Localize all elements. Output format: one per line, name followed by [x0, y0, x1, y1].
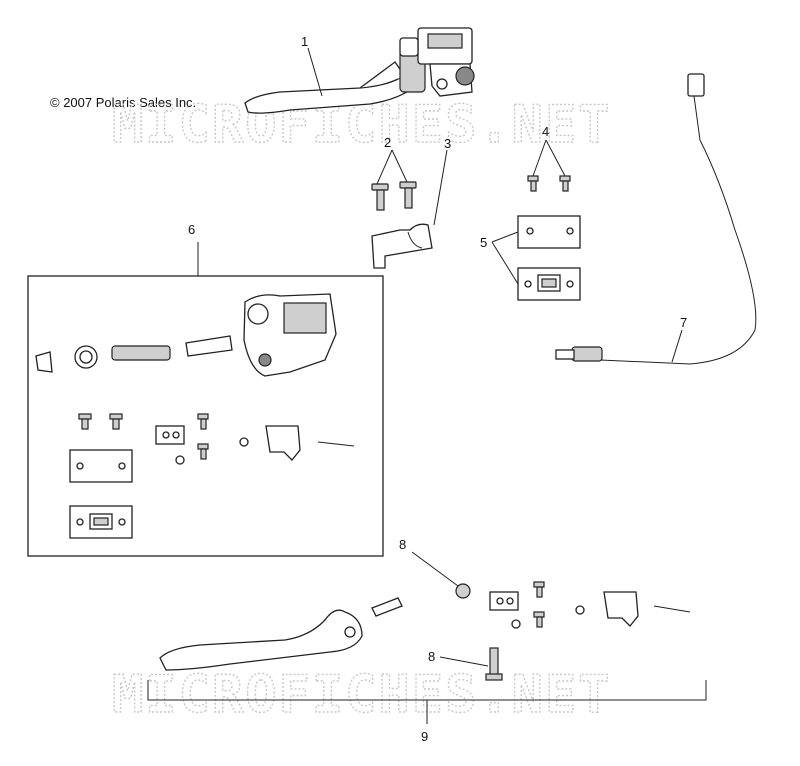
- callout-1: 1: [301, 34, 308, 49]
- part-7-brake-switch-cable[interactable]: [555, 73, 757, 365]
- callout-6: 6: [188, 222, 195, 237]
- leader-lines: [307, 47, 683, 667]
- callout-9: 9: [421, 729, 428, 744]
- callout-2: 2: [384, 135, 391, 150]
- callout-5: 5: [480, 235, 487, 250]
- callout-8-upper: 8: [399, 537, 406, 552]
- part-2-screws[interactable]: [371, 181, 417, 211]
- part-3-clamp[interactable]: [371, 223, 433, 269]
- callout-4: 4: [542, 124, 549, 139]
- part-4-screws[interactable]: [527, 175, 571, 192]
- copyright-text: © 2007 Polaris Sales Inc.: [50, 95, 197, 110]
- callout-8-lower: 8: [428, 649, 435, 664]
- callout-3: 3: [444, 136, 451, 151]
- watermark-bottom: MICROFICHES.NET: [112, 665, 612, 725]
- part-5-cover-and-diaphragm[interactable]: [517, 215, 581, 301]
- part-1-master-cylinder-assembly[interactable]: [244, 27, 475, 114]
- callout-7: 7: [680, 315, 687, 330]
- part-9-lever-assembly[interactable]: [147, 581, 707, 724]
- part-6-rebuild-kit[interactable]: [27, 242, 384, 557]
